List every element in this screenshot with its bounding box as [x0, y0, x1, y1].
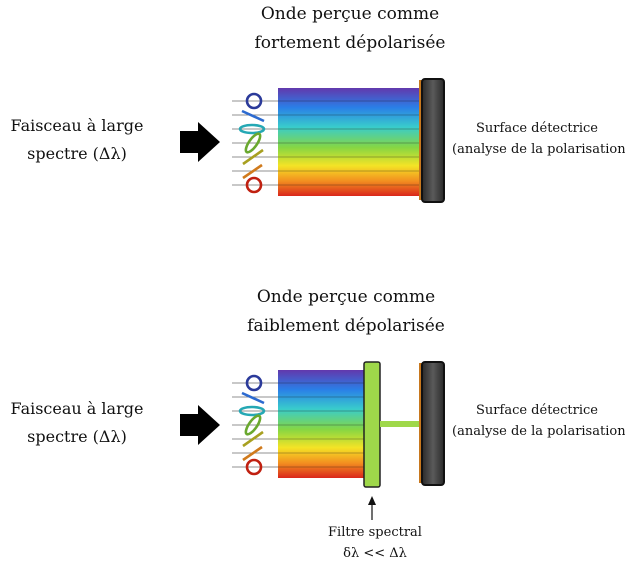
bottom-source-line1: Faisceau à large: [10, 399, 144, 418]
bottom-elliptical-polarization-cyan-icon: [238, 405, 266, 417]
top-source-label: Faisceau à large spectre (Δλ): [2, 112, 152, 168]
top-title-line2: fortement dépolarisée: [254, 33, 446, 53]
top-linear-polarization-blue-icon: [241, 109, 265, 123]
top-source-line1: Faisceau à large: [10, 116, 144, 135]
top-panel: [180, 78, 445, 203]
bottom-panel: [180, 361, 445, 520]
top-detector: [421, 78, 445, 203]
filter-label: Filtre spectral δλ << Δλ: [295, 522, 455, 564]
top-linear-polarization-orange-icon: [242, 163, 263, 180]
spectral-filter: [363, 361, 381, 488]
top-title: Onde perçue comme fortement dépolarisée: [225, 0, 475, 58]
top-linear-polarization-yellow-icon: [242, 148, 264, 166]
top-circular-polarization-blue-icon: [245, 92, 263, 110]
top-spectrum-beam: [278, 88, 420, 196]
bottom-linear-polarization-blue-icon: [241, 391, 265, 405]
top-title-line1: Onde perçue comme: [260, 4, 440, 24]
bottom-linear-polarization-yellow-icon: [242, 430, 264, 448]
bottom-detector-label: Surface détectrice (analyse de la polari…: [452, 400, 625, 442]
bottom-detector-line1: Surface détectrice: [476, 403, 598, 418]
filter-pointer-arrow-icon: [368, 496, 376, 520]
top-input-arrow-icon: [180, 122, 220, 162]
top-elliptical-polarization-green-icon: [244, 132, 262, 154]
top-circular-polarization-red-icon: [245, 176, 263, 194]
bottom-linear-polarization-orange-icon: [242, 445, 263, 462]
bottom-polarization-states: [238, 374, 266, 476]
bottom-title-line2: faiblement dépolarisée: [247, 316, 445, 336]
bottom-title: Onde perçue comme faiblement dépolarisée: [221, 283, 471, 341]
top-source-line2: spectre (Δλ): [27, 144, 127, 163]
top-elliptical-polarization-cyan-icon: [238, 123, 266, 135]
filter-label-line1: Filtre spectral: [328, 525, 422, 540]
bottom-circular-polarization-red-icon: [245, 458, 263, 476]
top-detector-line1: Surface détectrice: [476, 121, 598, 136]
bottom-detector-line2: (analyse de la polarisation): [452, 424, 625, 439]
top-detector-line2: (analyse de la polarisation): [452, 142, 625, 157]
top-polarization-states: [238, 92, 266, 194]
bottom-title-line1: Onde perçue comme: [256, 287, 436, 307]
bottom-elliptical-polarization-green-icon: [244, 414, 262, 436]
bottom-detector: [421, 361, 445, 486]
top-detector-label: Surface détectrice (analyse de la polari…: [452, 118, 625, 160]
bottom-input-arrow-icon: [180, 405, 220, 445]
bottom-source-label: Faisceau à large spectre (Δλ): [2, 395, 152, 451]
bottom-source-line2: spectre (Δλ): [27, 427, 127, 446]
bottom-spectrum-beam: [278, 370, 365, 478]
filter-label-line2: δλ << Δλ: [343, 546, 407, 561]
filtered-beam: [380, 421, 420, 427]
bottom-circular-polarization-blue-icon: [245, 374, 263, 392]
